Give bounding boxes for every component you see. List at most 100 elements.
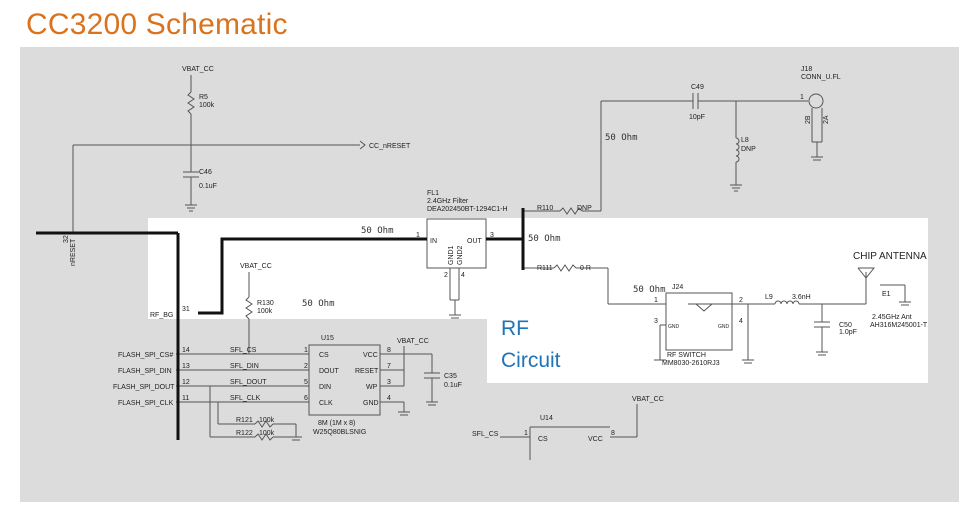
u15-part: W25Q80BLSNIG bbox=[313, 429, 366, 436]
j24-gnd-right: GND bbox=[718, 324, 730, 330]
u14-ref: U14 bbox=[540, 415, 553, 422]
j24-rf-switch bbox=[665, 292, 733, 351]
r122-ref: R122 bbox=[236, 430, 253, 437]
j24-pin2: 2 bbox=[739, 297, 743, 304]
j18-ref: J18 bbox=[801, 66, 812, 73]
fl1-pin-in: IN bbox=[430, 238, 437, 245]
pin-32: 32 bbox=[63, 235, 70, 243]
net-flash-spi-dout-label: FLASH_SPI_DOUT bbox=[113, 384, 175, 391]
net-sfl-cs-label: SFL_CS bbox=[230, 347, 257, 354]
r5-value: 100k bbox=[199, 102, 215, 109]
c50-value: 1.0pF bbox=[839, 329, 857, 336]
chip-antenna-label: CHIP ANTENNA bbox=[853, 251, 927, 262]
j24-ref: J24 bbox=[672, 284, 683, 291]
j24-pin3: 3 bbox=[654, 318, 658, 325]
pin-31: 31 bbox=[182, 306, 190, 313]
r5-resistor bbox=[187, 91, 195, 115]
l9-ref: L9 bbox=[765, 294, 773, 301]
net-nreset-label: nRESET bbox=[70, 238, 77, 266]
j18-part: CONN_U.FL bbox=[801, 74, 841, 81]
fl1-pin-out: OUT bbox=[467, 238, 483, 245]
impedance-label-out: 50 Ohm bbox=[528, 234, 561, 244]
u15-p4: 4 bbox=[387, 395, 391, 402]
l8-inductor bbox=[735, 137, 740, 163]
u15-pin-vcc: VCC bbox=[363, 352, 378, 359]
j24-part: MM8030-2610RJ3 bbox=[662, 360, 720, 367]
rf-bg-trace bbox=[198, 237, 427, 315]
l8-value: DNP bbox=[741, 146, 756, 153]
u15-p8: 8 bbox=[387, 347, 391, 354]
j18-connector bbox=[808, 93, 824, 109]
u15-pin-reset: RESET bbox=[355, 368, 379, 375]
fl1-pin3: 3 bbox=[490, 232, 494, 239]
fl1-pin1: 1 bbox=[416, 232, 420, 239]
l9-value: 3.6nH bbox=[792, 294, 811, 301]
impedance-label-rfbg: 50 Ohm bbox=[302, 299, 335, 309]
c49-value: 10pF bbox=[689, 114, 705, 121]
impedance-label-switch: 50 Ohm bbox=[633, 285, 666, 295]
net-flash-spi-cs-label: FLASH_SPI_CS# bbox=[118, 352, 173, 359]
r130-value: 100k bbox=[257, 308, 273, 315]
fl1-part: DEA202450BT-1294C1-H bbox=[427, 206, 508, 213]
page-title: CC3200 Schematic bbox=[26, 8, 288, 41]
r110-ref: R110 bbox=[537, 205, 553, 212]
fl1-pin-gnd2: GND2 bbox=[457, 245, 464, 265]
r121-value: 100k bbox=[259, 417, 275, 424]
u14-p8: 8 bbox=[611, 430, 615, 437]
r122-resistor bbox=[254, 433, 274, 441]
net-rf-bg-label: RF_BG bbox=[150, 312, 173, 319]
c46-value: 0.1uF bbox=[199, 183, 217, 190]
j24-desc: RF SWITCH bbox=[667, 352, 706, 359]
r121-ref: R121 bbox=[236, 417, 253, 424]
r5-ref: R5 bbox=[199, 94, 208, 101]
net-sfl-dout-label: SFL_DOUT bbox=[230, 379, 267, 386]
r111-value: 0 R bbox=[580, 265, 591, 272]
fl1-ref: FL1 bbox=[427, 190, 439, 197]
u14-pin-vcc: VCC bbox=[588, 436, 603, 443]
fl1-pin2: 2 bbox=[444, 272, 448, 279]
e1-part: AH316M245001-T bbox=[870, 322, 928, 329]
u15-p7: 7 bbox=[387, 363, 391, 370]
j24-pin4: 4 bbox=[739, 318, 743, 325]
net-flash-spi-din-label: FLASH_SPI_DIN bbox=[118, 368, 172, 375]
pin-13: 13 bbox=[182, 363, 190, 370]
net-vbat-cc-label: VBAT_CC bbox=[182, 66, 214, 73]
u15-p5: 5 bbox=[304, 379, 308, 386]
u15-pin-dout: DOUT bbox=[319, 368, 340, 375]
net-sfl-din-label: SFL_DIN bbox=[230, 363, 259, 370]
r110-resistor bbox=[559, 207, 583, 215]
j18-pin2a: 2A bbox=[823, 115, 830, 124]
chip-antenna-symbol bbox=[857, 267, 876, 279]
net-cc-nreset-label: CC_nRESET bbox=[369, 143, 411, 150]
r110-value: DNP bbox=[577, 205, 592, 212]
u15-pin-wp: WP bbox=[366, 384, 378, 391]
pin-11: 11 bbox=[182, 395, 189, 402]
u15-p1: 1 bbox=[304, 347, 308, 354]
impedance-label-ufl: 50 Ohm bbox=[605, 133, 638, 143]
u15-desc: 8M (1M x 8) bbox=[318, 420, 355, 427]
j18-pin1: 1 bbox=[800, 94, 804, 101]
u14-pin-cs: CS bbox=[538, 436, 548, 443]
e1-ref: E1 bbox=[882, 291, 891, 298]
u15-ref: U15 bbox=[321, 335, 334, 342]
rf-circuit-label-line2: Circuit bbox=[501, 349, 561, 372]
pin-12: 12 bbox=[182, 379, 190, 386]
fl1-desc: 2.4GHz Filter bbox=[427, 198, 469, 205]
r122-value: 100k bbox=[259, 430, 275, 437]
r130-ref: R130 bbox=[257, 300, 274, 307]
l8-ref: L8 bbox=[741, 137, 749, 144]
net-sfl-clk-label: SFL_CLK bbox=[230, 395, 261, 402]
j18-pin2b: 2B bbox=[805, 115, 812, 124]
net-flash-spi-clk-label: FLASH_SPI_CLK bbox=[118, 400, 174, 407]
u15-flash-chip bbox=[308, 344, 381, 416]
r111-ref: R111 bbox=[537, 265, 553, 272]
rf-highlight-region bbox=[148, 218, 928, 383]
u14-net-sfl-cs: SFL_CS bbox=[472, 431, 499, 438]
c35-ref: C35 bbox=[444, 373, 457, 380]
fl1-pin4: 4 bbox=[461, 272, 465, 279]
u15-p6: 6 bbox=[304, 395, 308, 402]
c49-ref: C49 bbox=[691, 84, 704, 91]
pin-14: 14 bbox=[182, 347, 190, 354]
l9-inductor bbox=[774, 300, 800, 305]
u15-p3: 3 bbox=[387, 379, 391, 386]
